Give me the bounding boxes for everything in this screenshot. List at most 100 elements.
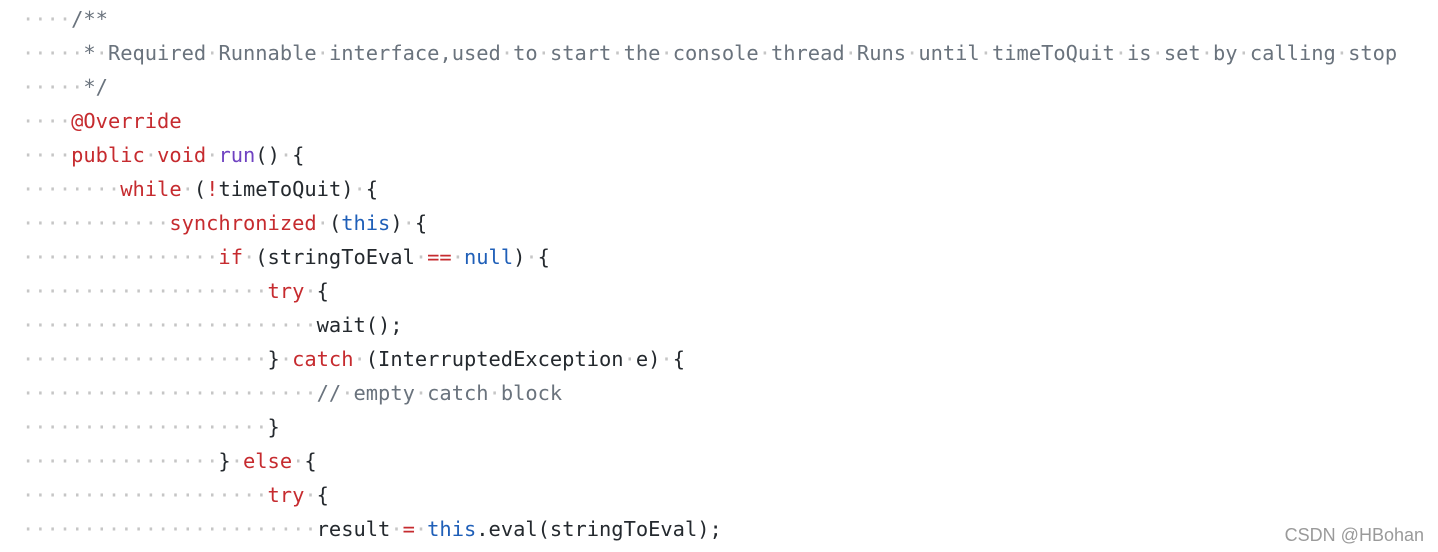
whitespace-marker: · xyxy=(390,517,403,541)
whitespace-marker: ····· xyxy=(22,41,84,65)
code-token: } xyxy=(267,347,280,371)
whitespace-marker: · xyxy=(292,449,305,473)
whitespace-marker: · xyxy=(979,41,992,65)
whitespace-marker: · xyxy=(144,143,158,167)
code-token: () xyxy=(255,143,280,167)
whitespace-marker: ········ xyxy=(22,177,121,201)
whitespace-marker: · xyxy=(660,41,673,65)
code-token: if xyxy=(218,245,243,269)
code-token: empty xyxy=(353,381,415,405)
code-token: * xyxy=(83,41,96,65)
whitespace-marker: · xyxy=(500,41,514,65)
code-token: @Override xyxy=(71,109,182,133)
code-token: calling xyxy=(1249,41,1336,65)
code-token: else xyxy=(242,449,293,473)
whitespace-marker: · xyxy=(1114,41,1128,65)
whitespace-marker: · xyxy=(1200,41,1213,65)
code-token: { xyxy=(672,347,685,371)
code-token: ( xyxy=(193,177,207,201)
whitespace-marker: · xyxy=(402,211,415,235)
whitespace-marker: · xyxy=(451,245,464,269)
code-token: Runs xyxy=(856,41,907,65)
code-token: = xyxy=(402,517,415,541)
code-token: == xyxy=(427,245,452,269)
whitespace-marker: ························ xyxy=(22,381,317,405)
code-line: ····················} xyxy=(22,410,1438,444)
whitespace-marker: ················ xyxy=(22,449,219,473)
code-token: is xyxy=(1127,41,1152,65)
whitespace-marker: · xyxy=(623,347,636,371)
code-line: ························result·=·this.ev… xyxy=(22,512,1438,546)
whitespace-marker: · xyxy=(304,279,317,303)
whitespace-marker: · xyxy=(758,41,771,65)
code-token: Runnable xyxy=(218,41,317,65)
code-token: until xyxy=(918,41,980,65)
code-token: Required xyxy=(107,41,207,65)
whitespace-marker: · xyxy=(304,483,317,507)
code-token: this xyxy=(427,517,477,541)
code-token: void xyxy=(157,143,207,167)
code-line: ········while·(!timeToQuit)·{ xyxy=(22,172,1438,206)
whitespace-marker: ···················· xyxy=(22,279,268,303)
code-token: wait(); xyxy=(316,313,403,337)
code-token: block xyxy=(500,381,563,405)
whitespace-marker: · xyxy=(1237,41,1250,65)
code-view: ····/**·····*·Required·Runnable·interfac… xyxy=(22,2,1438,546)
whitespace-marker: ···················· xyxy=(22,347,268,371)
code-token: timeToQuit) xyxy=(218,177,354,201)
whitespace-marker: · xyxy=(414,517,428,541)
whitespace-marker: ························ xyxy=(22,517,317,541)
whitespace-marker: · xyxy=(414,245,428,269)
code-token: the xyxy=(623,41,661,65)
code-token: { xyxy=(537,245,550,269)
code-token: { xyxy=(316,483,329,507)
code-token: (InterruptedException xyxy=(365,347,624,371)
code-line: ························//·empty·catch·b… xyxy=(22,376,1438,410)
whitespace-marker: ···················· xyxy=(22,415,268,439)
code-line: ················if·(stringToEval·==·null… xyxy=(22,240,1438,274)
code-token: // xyxy=(316,381,342,405)
code-line: ·····*/ xyxy=(22,70,1438,104)
watermark-text: CSDN @HBohan xyxy=(1284,525,1424,545)
code-line: ················}·else·{ xyxy=(22,444,1438,478)
code-token: by xyxy=(1213,41,1238,65)
code-token: catch xyxy=(292,347,354,371)
whitespace-marker: · xyxy=(181,177,194,201)
whitespace-marker: ························ xyxy=(22,313,317,337)
whitespace-marker: · xyxy=(1335,41,1349,65)
code-token: result xyxy=(316,517,391,541)
code-token: .eval(stringToEval); xyxy=(476,517,722,541)
code-line: ····················try·{ xyxy=(22,478,1438,512)
code-token: run xyxy=(218,143,256,167)
whitespace-marker: · xyxy=(660,347,673,371)
code-token: null xyxy=(463,245,514,269)
code-token: { xyxy=(304,449,317,473)
whitespace-marker: ····· xyxy=(22,75,84,99)
whitespace-marker: ···· xyxy=(22,143,72,167)
code-token: /** xyxy=(71,7,108,31)
whitespace-marker: · xyxy=(488,381,501,405)
code-token: } xyxy=(218,449,231,473)
whitespace-marker: · xyxy=(537,41,550,65)
whitespace-marker: · xyxy=(844,41,857,65)
whitespace-marker: · xyxy=(230,449,243,473)
whitespace-marker: · xyxy=(206,143,219,167)
whitespace-marker: · xyxy=(525,245,538,269)
whitespace-marker: ············ xyxy=(22,211,170,235)
code-line: ·····*·Required·Runnable·interface,used·… xyxy=(22,36,1438,70)
code-token: ) xyxy=(513,245,526,269)
code-token: { xyxy=(414,211,428,235)
code-token: { xyxy=(292,143,305,167)
code-token: set xyxy=(1163,41,1201,65)
code-token: ! xyxy=(206,177,219,201)
code-token: } xyxy=(267,415,280,439)
code-token: catch xyxy=(427,381,489,405)
code-line: ····················}·catch·(Interrupted… xyxy=(22,342,1438,376)
code-token: interface,used xyxy=(328,41,501,65)
whitespace-marker: ···· xyxy=(22,7,72,31)
whitespace-marker: · xyxy=(353,177,366,201)
whitespace-marker: ···················· xyxy=(22,483,268,507)
code-token: while xyxy=(120,177,182,201)
whitespace-marker: · xyxy=(242,245,256,269)
code-line: ····public·void·run()·{ xyxy=(22,138,1438,172)
